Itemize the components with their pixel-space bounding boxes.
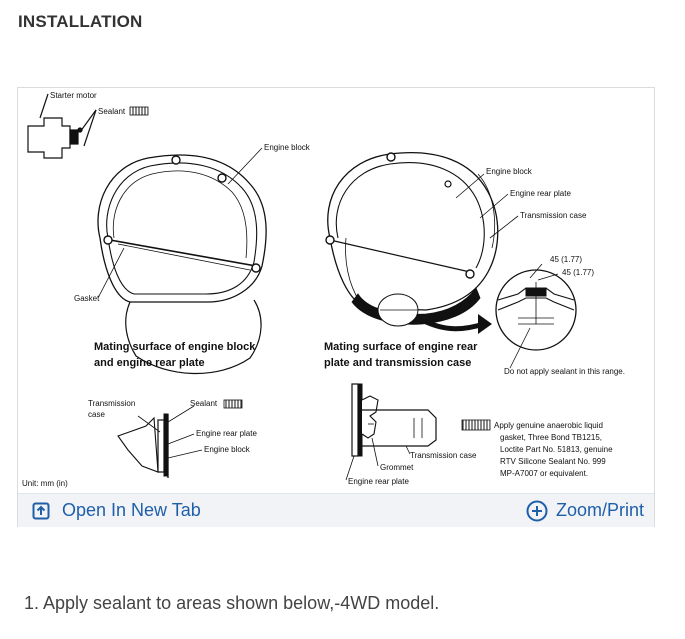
engine-rear-plate-label-middle: Engine rear plate [348,477,409,486]
note-line-3: Loctite Part No. 51813, genuine [500,445,613,454]
open-in-new-tab-button[interactable]: Open In New Tab [32,494,201,527]
engine-block-label-right: Engine block [486,167,533,176]
gasket-label: Gasket [74,294,100,303]
grommet-label: Grommet [380,463,414,472]
callout-arrowhead [478,314,492,334]
figure-container: Starter motor Sealant Engine block Gaske… [17,87,655,527]
starter-motor-label: Starter motor [50,91,97,100]
open-new-tab-icon [32,502,50,519]
installation-diagram: Starter motor Sealant Engine block Gaske… [22,91,625,488]
zoom-plus-icon [526,500,548,521]
note-line-2: gasket, Three Bond TB1215, [500,433,602,442]
section-title: INSTALLATION [18,12,143,31]
engine-block-housing [97,147,267,375]
transmission-case-label-middle: Transmission case [410,451,477,460]
starter-motor-inset [27,93,97,159]
dimension-label-1: 45 (1.77) [550,255,582,264]
note-line-1: Apply genuine anaerobic liquid [494,421,603,430]
caption-left-line2: and engine rear plate [94,357,205,369]
zoom-print-label: Zoom/Print [555,500,644,520]
caption-right-line2: plate and transmission case [324,357,471,369]
engine-block-label-left: Engine block [264,143,311,152]
engine-block-label-bottom: Engine block [204,445,251,454]
unit-label: Unit: mm (in) [22,479,68,488]
cross-section-left [117,405,203,478]
figure-toolbar: Open In New Tab Zoom/Print [18,493,654,527]
open-in-new-tab-label: Open In New Tab [62,500,201,520]
no-sealant-note: Do not apply sealant in this range. [504,367,625,376]
note-line-5: MP-A7007 or equivalent. [500,469,588,478]
cross-section-middle [345,383,437,481]
dimension-label-2: 45 (1.77) [562,268,594,277]
caption-right-line1: Mating surface of engine rear [324,341,478,353]
sealant-swatch-top [129,106,149,116]
sealant-swatch-bottom [223,399,243,409]
transmission-case-label-bottom-line1: Transmission [88,399,135,408]
detail-circle [495,263,577,369]
step-text: 1. Apply sealant to areas shown below,-4… [24,593,440,613]
caption-left-line1: Mating surface of engine block [94,341,256,353]
transmission-case-label-bottom-line2: case [88,410,105,419]
sealant-label-bottom: Sealant [190,399,218,408]
sealant-label-top: Sealant [98,107,126,116]
engine-rear-plate-label-bottom: Engine rear plate [196,429,257,438]
note-line-4: RTV Silicone Sealant No. 999 [500,457,606,466]
engine-rear-plate-label-right: Engine rear plate [510,189,571,198]
sealant-legend-swatch [461,419,491,431]
transmission-housing [325,152,519,327]
transmission-case-label-right: Transmission case [520,211,587,220]
zoom-print-button[interactable]: Zoom/Print [526,494,644,527]
